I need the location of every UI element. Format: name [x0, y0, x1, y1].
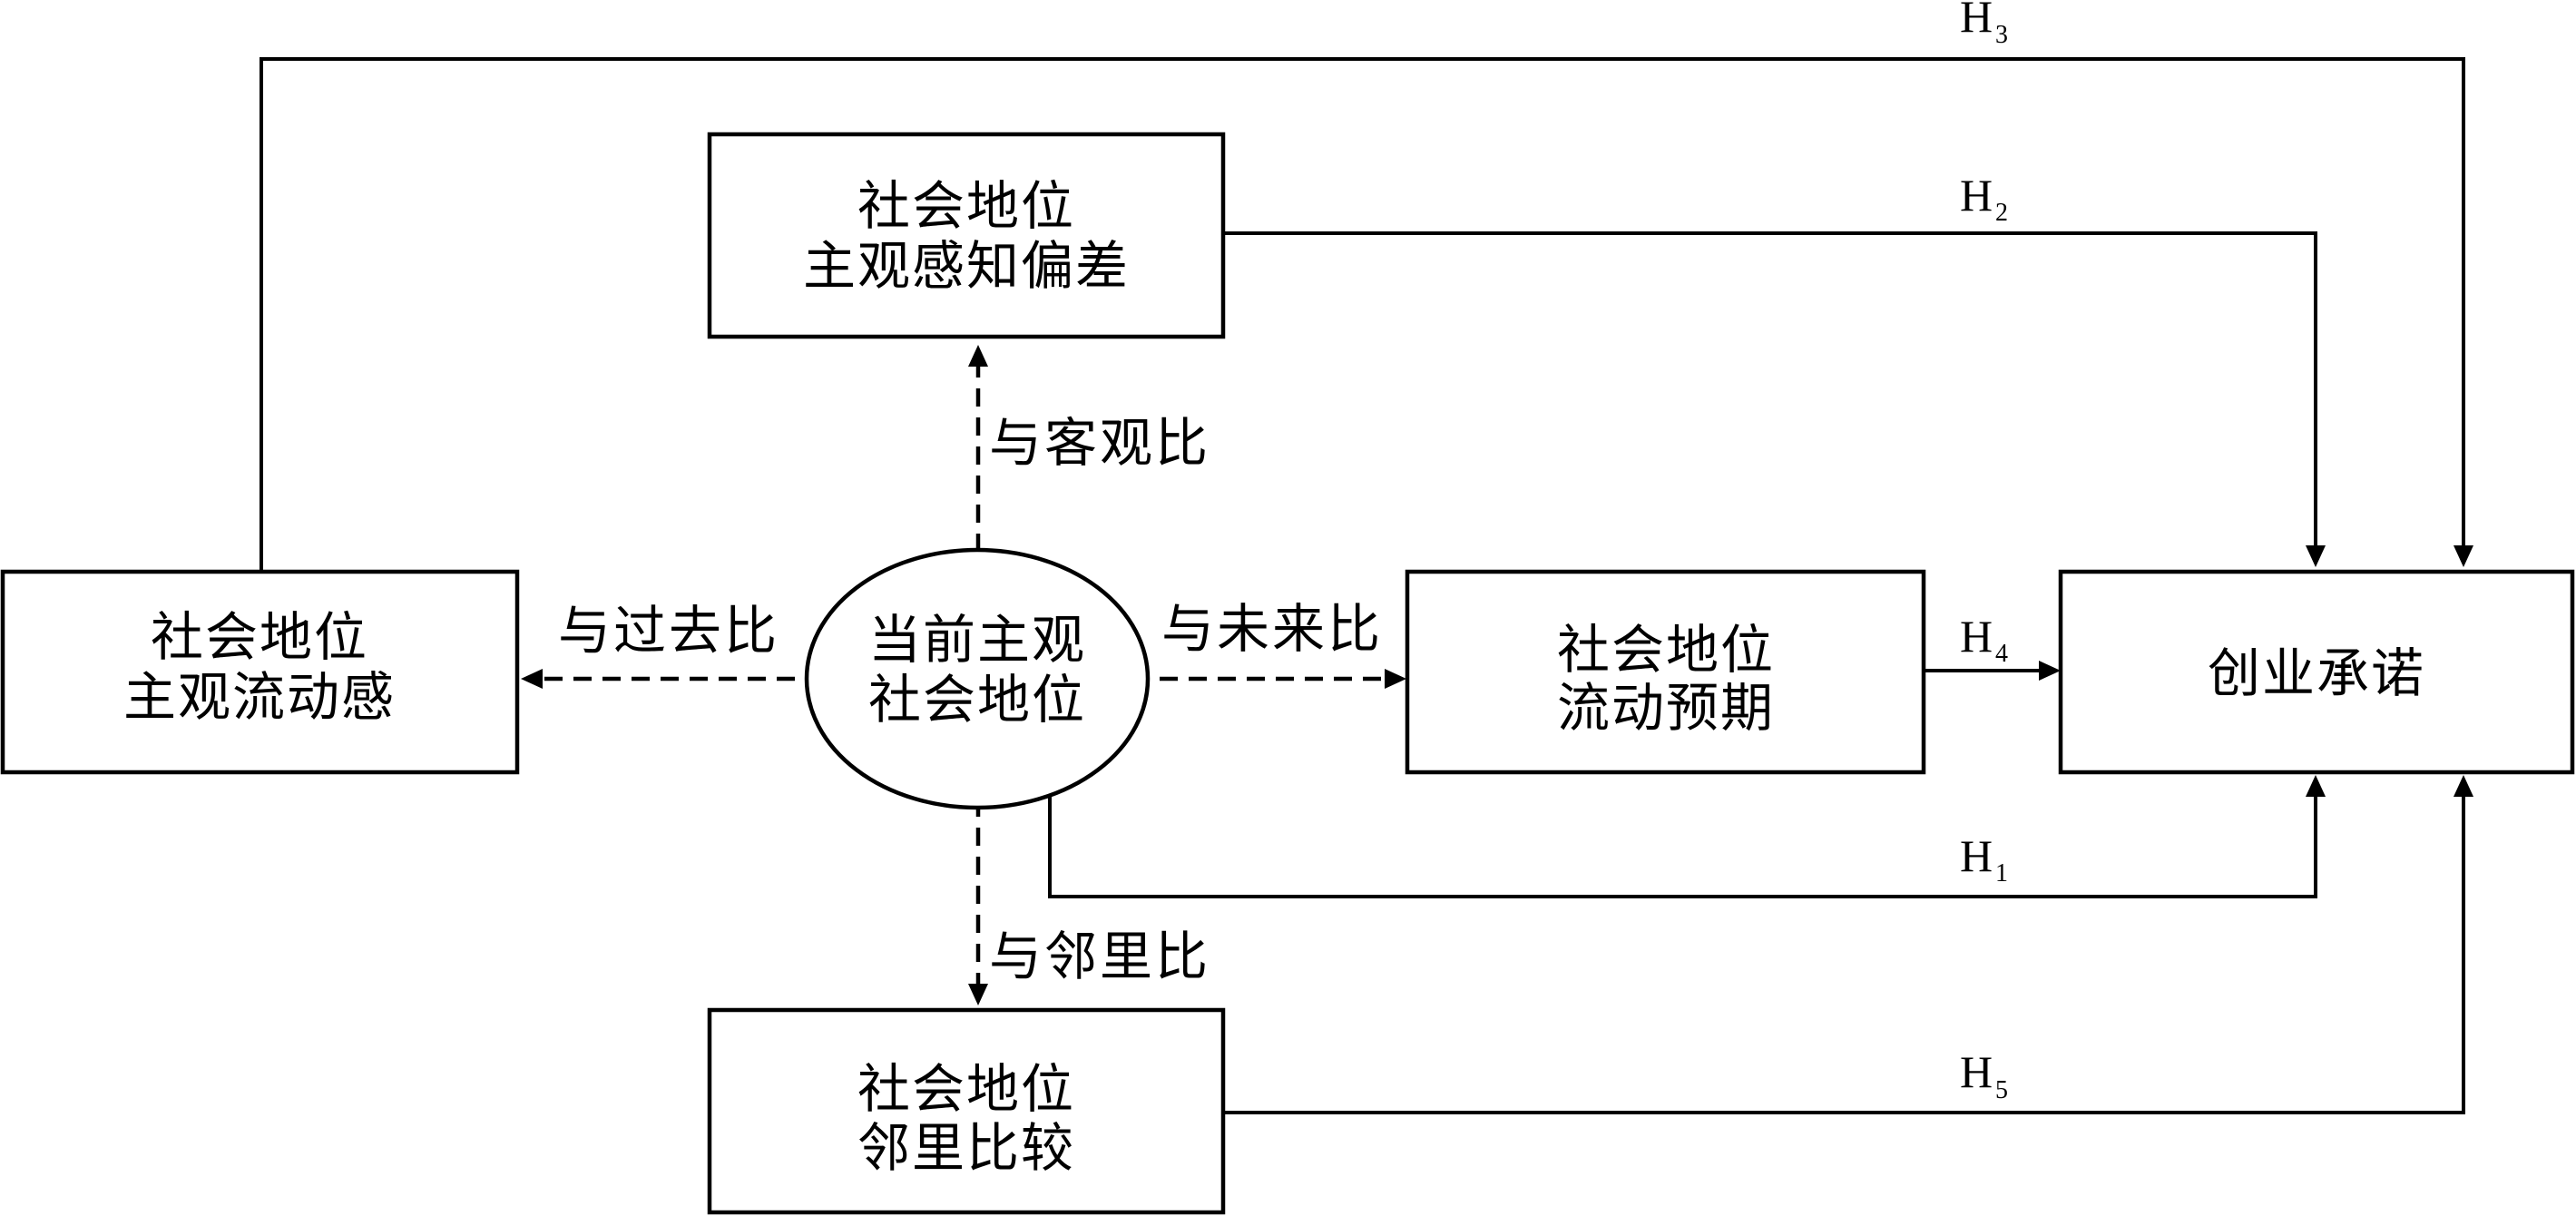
hypothesis-label-h5: H 5: [1960, 1046, 2008, 1104]
svg-text:H: H: [1960, 170, 1993, 221]
node-neighbor-comparison-line1: 社会地位: [857, 1058, 1075, 1120]
node-neighbor-comparison-line2: 邻里比较: [857, 1117, 1075, 1179]
node-mobility-sense: 社会地位 主观流动感: [0, 569, 520, 775]
svg-text:H: H: [1960, 1046, 1993, 1097]
node-neighbor-comparison: 社会地位 邻里比较: [707, 1007, 1226, 1215]
node-mobility-expectation: 社会地位 流动预期: [1405, 569, 1926, 775]
node-mobility-expectation-line1: 社会地位: [1557, 619, 1775, 681]
edge-label-neighbor: 与邻里比: [989, 926, 1210, 987]
h1-path: [1048, 779, 2317, 898]
h2-path: [1223, 231, 2317, 551]
svg-text:2: 2: [1995, 199, 2008, 227]
node-perception-bias-line1: 社会地位: [857, 175, 1075, 237]
node-mobility-sense-line2: 主观流动感: [123, 666, 396, 728]
neighbor-arrowhead: [968, 984, 988, 1005]
node-commitment: 创业承诺: [2058, 569, 2575, 775]
h3-path: [260, 57, 2465, 572]
edge-label-future: 与未来比: [1161, 598, 1383, 660]
h5-arrowhead: [2454, 775, 2473, 797]
future-arrowhead: [1385, 669, 1406, 689]
past-arrowhead: [521, 669, 543, 689]
svg-text:1: 1: [1995, 859, 2008, 887]
edge-label-past: 与过去比: [558, 600, 779, 662]
hypothesis-label-h1: H 1: [1960, 830, 2008, 887]
node-mobility-expectation-line2: 流动预期: [1557, 677, 1775, 739]
svg-text:H: H: [1960, 0, 1993, 42]
node-current-status-line1: 当前主观: [868, 609, 1086, 671]
objective-arrowhead: [968, 345, 988, 367]
node-perception-bias: 社会地位 主观感知偏差: [707, 132, 1226, 339]
h3-arrowhead: [2454, 545, 2473, 567]
hypothesis-label-h3: H 3: [1960, 0, 2008, 49]
node-current-status-line2: 社会地位: [868, 669, 1086, 731]
node-mobility-sense-line1: 社会地位: [151, 606, 368, 668]
h1-arrowhead: [2306, 775, 2326, 797]
h2-arrowhead: [2306, 545, 2326, 567]
node-commitment-label: 创业承诺: [2208, 642, 2425, 704]
svg-text:H: H: [1960, 830, 1993, 881]
hypothesis-label-h4: H 4: [1960, 611, 2008, 668]
edge-label-objective: 与客观比: [989, 412, 1210, 474]
h4-arrowhead: [2039, 661, 2061, 681]
svg-text:3: 3: [1995, 21, 2008, 49]
node-perception-bias-line2: 主观感知偏差: [803, 235, 1130, 297]
svg-text:5: 5: [1995, 1076, 2008, 1104]
hypothesis-label-h2: H 2: [1960, 170, 2008, 227]
svg-text:H: H: [1960, 611, 1993, 662]
node-current-status: 当前主观 社会地位: [804, 547, 1151, 810]
svg-text:4: 4: [1995, 640, 2008, 668]
h5-path: [1223, 789, 2465, 1114]
